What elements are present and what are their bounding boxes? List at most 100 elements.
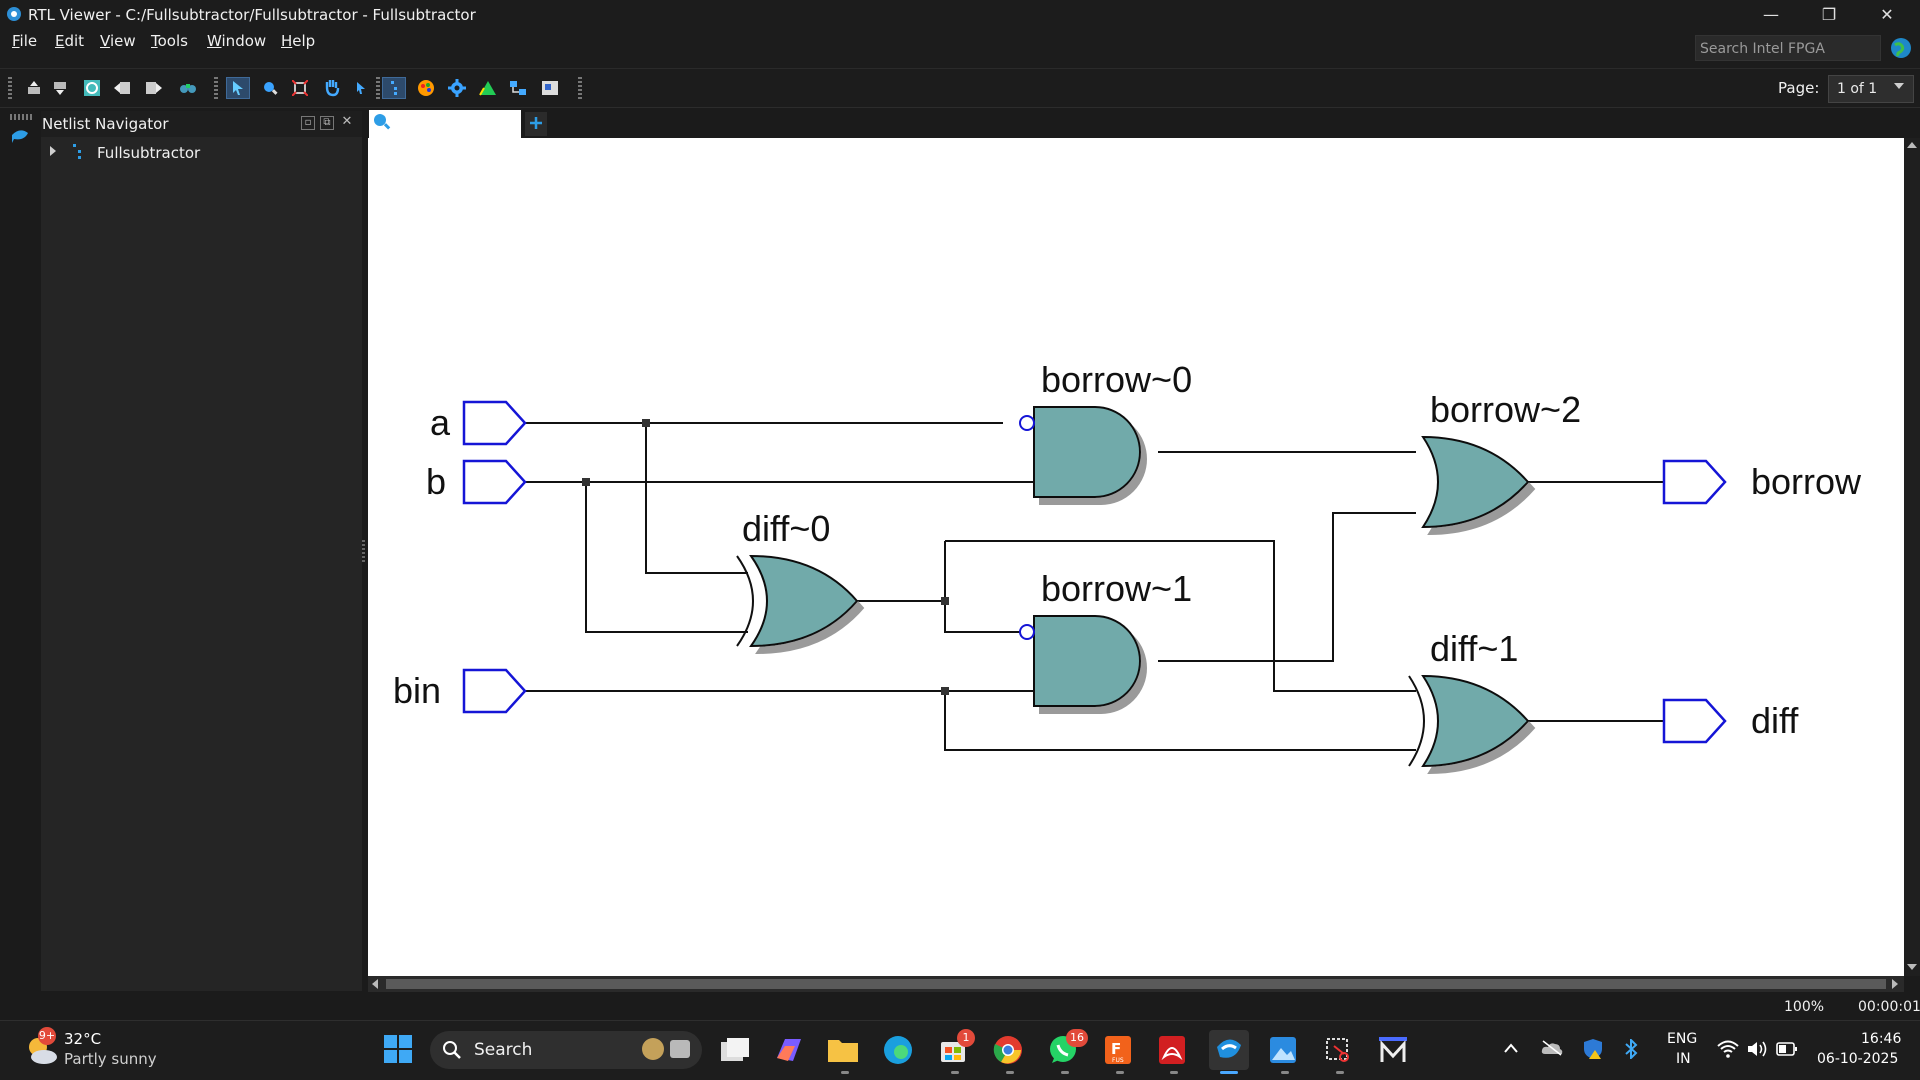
- panel-detach-button[interactable]: ⧉: [320, 116, 334, 130]
- netlist-navigator-dock-icon[interactable]: [10, 127, 30, 145]
- menu-window[interactable]: Window: [207, 32, 267, 50]
- up-hierarchy-icon[interactable]: [22, 77, 46, 99]
- photos-app-icon[interactable]: [1266, 1033, 1300, 1067]
- chrome-icon[interactable]: [991, 1033, 1025, 1067]
- running-indicator: [1006, 1071, 1014, 1074]
- refresh-icon[interactable]: [80, 77, 104, 99]
- scroll-up-arrow-icon[interactable]: [1907, 142, 1917, 148]
- snipping-tool-icon[interactable]: [1321, 1033, 1355, 1067]
- find-binoculars-icon[interactable]: [176, 77, 200, 99]
- fit-in-window-icon[interactable]: [288, 77, 312, 99]
- hand-tool-icon[interactable]: [320, 77, 344, 99]
- chip-planner-icon[interactable]: [538, 77, 562, 99]
- language-region[interactable]: IN: [1676, 1051, 1691, 1067]
- timing-analyzer-icon[interactable]: [476, 77, 500, 99]
- running-indicator: [841, 1071, 849, 1074]
- globe-icon[interactable]: [1890, 37, 1912, 59]
- windows-start-icon[interactable]: [383, 1034, 413, 1064]
- gate-label-borrow-2: borrow~2: [1430, 389, 1581, 430]
- netlist-navigator-toggle-icon[interactable]: [382, 77, 406, 99]
- chevron-down-icon[interactable]: [1894, 83, 1904, 89]
- output-port-diff: [1662, 698, 1727, 744]
- menu-view[interactable]: View: [100, 32, 136, 50]
- clock-date[interactable]: 06-10-2025: [1817, 1051, 1899, 1067]
- close-button[interactable]: ✕: [1880, 5, 1894, 24]
- scroll-right-arrow-icon[interactable]: [1892, 979, 1898, 989]
- status-bar: [0, 992, 1920, 1020]
- down-hierarchy-icon[interactable]: [48, 77, 72, 99]
- panel-float-button[interactable]: ▫: [301, 116, 315, 130]
- chevron-up-icon[interactable]: [1504, 1043, 1518, 1053]
- toolbar: [0, 69, 1920, 108]
- plus-icon[interactable]: [529, 116, 543, 130]
- input-label-bin: bin: [393, 670, 441, 711]
- toolbar-grip[interactable]: [214, 77, 218, 99]
- search-intel-fpga-input[interactable]: Search Intel FPGA: [1695, 35, 1881, 61]
- language-indicator[interactable]: ENG: [1667, 1031, 1698, 1047]
- weather-description[interactable]: Partly sunny: [64, 1050, 157, 1068]
- toolbar-grip[interactable]: [578, 77, 582, 99]
- minimize-button[interactable]: —: [1763, 5, 1779, 24]
- restore-button[interactable]: ❐: [1821, 5, 1837, 24]
- file-explorer-icon[interactable]: [826, 1033, 860, 1067]
- search-icon: [443, 1041, 461, 1059]
- dock-grip[interactable]: [10, 114, 34, 120]
- modelsim-icon[interactable]: [1376, 1033, 1410, 1067]
- rtl-viewer-tab-icon: [374, 114, 391, 130]
- input-label-b: b: [426, 461, 446, 502]
- tab-rtl-viewer[interactable]: [369, 110, 521, 138]
- selection-tool-icon[interactable]: [226, 77, 250, 99]
- task-view-icon[interactable]: [718, 1033, 752, 1067]
- quartus-app-icon: [7, 7, 21, 21]
- dock-side-strip: [0, 108, 40, 1020]
- hierarchy-icon[interactable]: [506, 77, 530, 99]
- page-label: Page:: [1778, 79, 1820, 97]
- menu-edit[interactable]: Edit: [55, 32, 85, 50]
- quartus-taskbar-icon[interactable]: [1209, 1030, 1249, 1070]
- taskbar-search-label: Search: [474, 1040, 533, 1060]
- copilot-icon[interactable]: [772, 1033, 806, 1067]
- zoom-tool-icon[interactable]: [258, 77, 282, 99]
- wifi-icon[interactable]: [1717, 1040, 1739, 1058]
- color-settings-icon[interactable]: [414, 77, 438, 99]
- panel-close-button[interactable]: ✕: [341, 114, 353, 129]
- pointer-icon[interactable]: [349, 77, 373, 99]
- forward-icon[interactable]: [142, 77, 166, 99]
- settings-gear-icon[interactable]: [445, 77, 469, 99]
- security-shield-icon[interactable]: [1583, 1038, 1603, 1060]
- acrobat-reader-icon[interactable]: [1155, 1033, 1189, 1067]
- running-indicator: [1281, 1071, 1289, 1074]
- running-indicator: [951, 1071, 959, 1074]
- toolbar-grip[interactable]: [376, 77, 380, 99]
- menu-help[interactable]: Help: [281, 32, 316, 50]
- panel-splitter-handle[interactable]: [362, 540, 365, 564]
- volume-icon[interactable]: [1747, 1040, 1769, 1058]
- edge-browser-icon[interactable]: [881, 1033, 915, 1067]
- store-notification-badge: 1: [957, 1029, 975, 1047]
- bluetooth-icon[interactable]: [1624, 1039, 1638, 1059]
- microsoft-store-icon[interactable]: [936, 1033, 970, 1067]
- horizontal-scroll-thumb[interactable]: [386, 979, 1886, 989]
- tree-item-fullsubtractor[interactable]: Fullsubtractor: [97, 144, 201, 162]
- menu-file[interactable]: File: [12, 32, 38, 50]
- zoom-level: 100%: [1784, 999, 1825, 1015]
- page-select[interactable]: 1 of 1: [1828, 75, 1914, 103]
- weather-temperature[interactable]: 32°C: [64, 1030, 102, 1048]
- running-indicator: [1170, 1071, 1178, 1074]
- clock-time[interactable]: 16:46: [1861, 1031, 1902, 1047]
- chevron-right-icon[interactable]: [50, 146, 56, 156]
- back-icon[interactable]: [110, 77, 134, 99]
- toolbar-grip[interactable]: [8, 77, 12, 99]
- input-port-b: [462, 459, 527, 505]
- gate-label-borrow-1: borrow~1: [1041, 568, 1192, 609]
- vertical-scrollbar[interactable]: [1904, 138, 1920, 976]
- gate-label-diff-0: diff~0: [742, 508, 830, 549]
- schematic-canvas[interactable]: a b bin borrow diff borrow~0 borrow~1 di…: [368, 138, 1904, 976]
- battery-icon[interactable]: [1776, 1042, 1798, 1056]
- hierarchy-tree-icon: [73, 144, 81, 159]
- menu-tools[interactable]: Tools: [151, 32, 188, 50]
- scroll-left-arrow-icon[interactable]: [372, 979, 378, 989]
- onedrive-offline-icon[interactable]: [1541, 1040, 1563, 1056]
- scroll-down-arrow-icon[interactable]: [1907, 964, 1917, 970]
